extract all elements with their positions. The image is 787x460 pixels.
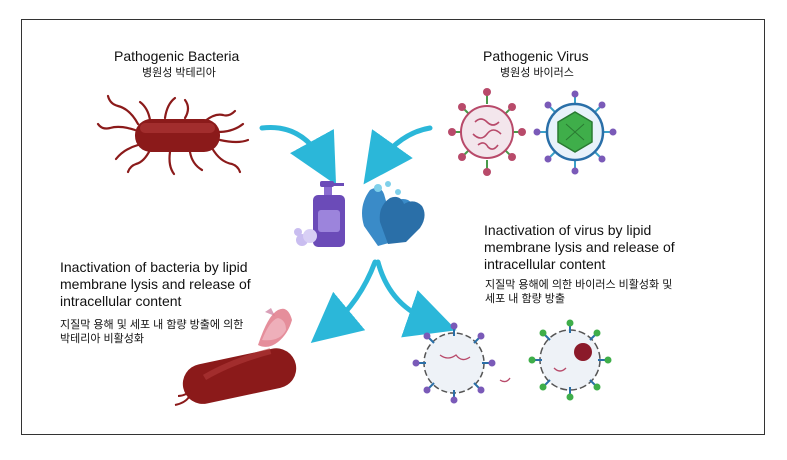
bacteria-inactivation-ko-line2: 박테리아 비활성화 <box>60 333 145 345</box>
virus-inactivation-line1: Inactivation of virus by lipid <box>484 222 652 238</box>
virus-icon <box>533 90 617 175</box>
virus-inactivation-ko-line2: 세포 내 함량 방출 <box>485 293 566 305</box>
bacteria-title: Pathogenic Bacteria <box>114 48 240 64</box>
lysed-virus-icon <box>528 319 612 401</box>
virus-title: Pathogenic Virus <box>483 48 589 64</box>
bacterium-icon <box>96 94 250 176</box>
bacteria-inactivation-ko-line1: 지질막 용해 및 세포 내 함량 방출에 의한 <box>60 319 244 331</box>
arrow <box>259 124 457 344</box>
washing-hands-icon <box>362 181 425 246</box>
bacteria-inactivation-line3: intracellular content <box>60 293 182 309</box>
lysed-bacterium-icon <box>174 308 297 406</box>
virus-icon <box>448 88 526 176</box>
bacteria-title-ko: 병원성 박테리아 <box>142 67 216 79</box>
virus-inactivation-line3: intracellular content <box>484 256 606 272</box>
virus-inactivation-ko-line1: 지질막 용해에 의한 바이러스 비활성화 및 <box>485 279 673 291</box>
virus-title-ko: 병원성 바이러스 <box>500 67 574 79</box>
bacteria-inactivation-line1: Inactivation of bacteria by lipid <box>60 259 248 275</box>
lysed-virus-icon <box>412 322 511 404</box>
virus-inactivation-line2: membrane lysis and release of <box>484 239 675 255</box>
soap-bottle-icon <box>294 181 345 247</box>
bacteria-inactivation-line2: membrane lysis and release of <box>60 276 251 292</box>
